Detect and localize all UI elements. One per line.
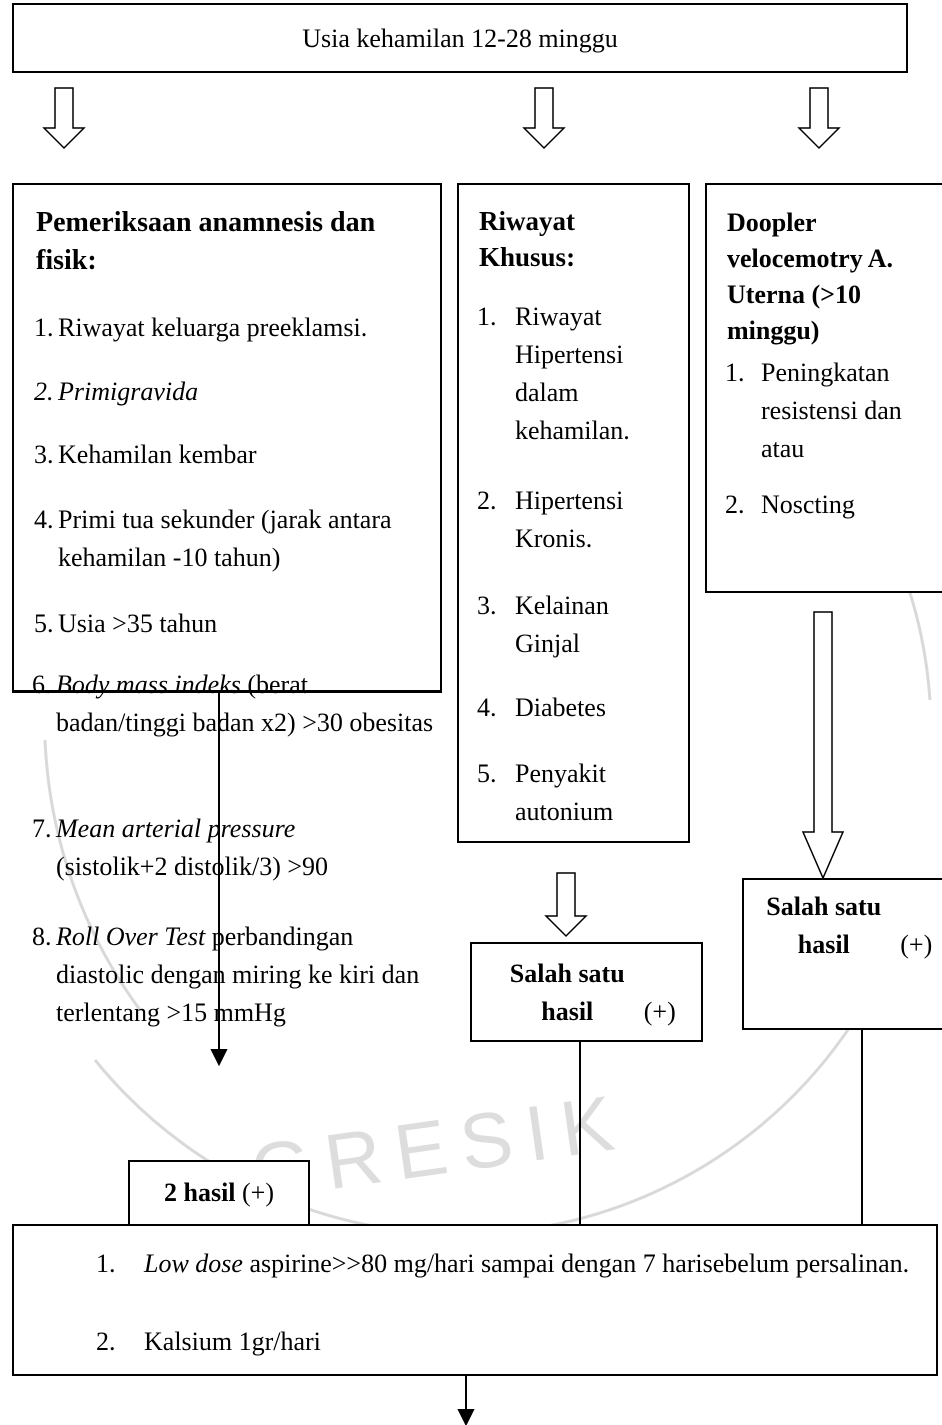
anamnesis-item-5: 5. Usia >35 tahun <box>34 609 218 638</box>
hollow-arrow-doppler <box>801 611 845 880</box>
result-anamnesis-sign: (+) <box>235 1178 274 1207</box>
result-anamnesis-label: 2 hasil <box>163 1178 236 1207</box>
doppler-box: Doopler velocemotry A. Uterna (>10 mingg… <box>705 183 942 593</box>
riwayat-item-5: 5. Penyakit autonium <box>477 759 614 826</box>
hollow-arrow-middle <box>522 87 566 150</box>
hollow-arrow-riwayat <box>544 872 588 938</box>
riwayat-box: Riwayat Khusus: 1. Riwayat Hipertensi da… <box>457 183 690 843</box>
riwayat-title: Riwayat Khusus: <box>479 206 576 272</box>
anamnesis-box-continued <box>12 660 442 693</box>
riwayat-item-2: 2. Hipertensi Kronis. <box>477 486 624 553</box>
anamnesis-item-2: 2. Primigravida <box>34 377 199 406</box>
anamnesis-title: Pemeriksaan anamnesis dan fisik: <box>36 207 376 276</box>
result-riwayat-label: Salah satu hasil <box>509 959 625 1026</box>
doppler-item-1: 1. Peningkatan resistensi dan atau <box>725 358 902 463</box>
anamnesis-item-7: 7. Mean arterial pressure(sistolik+2 dis… <box>32 814 329 881</box>
treatment-item-2: 2. Kalsium 1gr/hari <box>96 1327 321 1356</box>
hollow-arrow-left <box>42 87 86 150</box>
anamnesis-item-1: 1. Riwayat keluarga preeklamsi. <box>34 313 368 342</box>
anamnesis-item-8: 8. Roll Over Test perbandingan diastolic… <box>32 922 420 1027</box>
result-anamnesis-box: 2 hasil (+) <box>128 1160 310 1226</box>
result-doppler-label: Salah satu hasil <box>766 892 882 959</box>
anamnesis-item-6: 6. Body mass indeks (berat badan/tinggi … <box>32 670 434 737</box>
riwayat-item-1: 1. Riwayat Hipertensi dalam kehamilan. <box>477 302 630 445</box>
result-doppler-box: Salah satu hasil (+) <box>742 878 942 1030</box>
anamnesis-box: Pemeriksaan anamnesis dan fisik: 1. Riwa… <box>12 183 442 693</box>
doppler-item-2: 2. Noscting <box>725 490 855 519</box>
riwayat-item-4: 4. Diabetes <box>477 693 606 722</box>
anamnesis-item-4: 4. Primi tua sekunder (jarak antara keha… <box>34 505 392 572</box>
treatment-box: 1. Low dose aspirine>>80 mg/hari sampai … <box>12 1224 938 1376</box>
anamnesis-item-3: 3. Kehamilan kembar <box>34 440 257 469</box>
result-riwayat-sign: (+) <box>637 997 676 1026</box>
top-box: Usia kehamilan 12-28 minggu <box>12 3 908 73</box>
result-riwayat-box: Salah satu hasil (+) <box>470 942 703 1042</box>
treatment-item-1: 1. Low dose aspirine>>80 mg/hari sampai … <box>96 1249 910 1278</box>
top-box-title: Usia kehamilan 12-28 minggu <box>302 24 618 53</box>
riwayat-item-3: 3. Kelainan Ginjal <box>477 591 609 658</box>
result-doppler-sign: (+) <box>893 930 933 959</box>
hollow-arrow-right <box>797 87 841 150</box>
doppler-title: Doopler velocemotry A. Uterna (>10 mingg… <box>727 208 894 345</box>
